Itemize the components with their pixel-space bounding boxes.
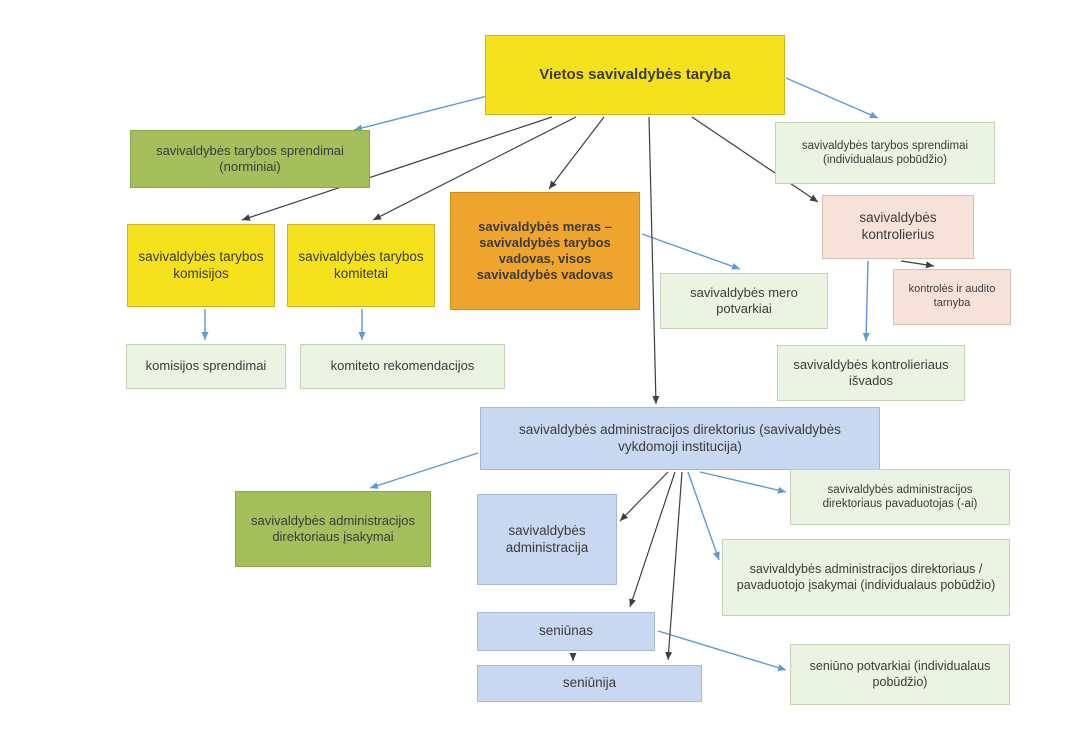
edge-direktorius-administracija	[619, 471, 669, 522]
node-savivaldybes-kontrolierius: savivaldybės kontrolierius	[822, 195, 974, 259]
edge-taryba-individualus	[785, 77, 879, 119]
edge-taryba-norminiai	[353, 92, 500, 132]
edge-direktorius-isakymai	[369, 452, 479, 489]
edge-kontrolierius-kontroles-tarnyba	[900, 260, 935, 269]
node-savivaldybes-meras: savivaldybės meras – savivaldybės tarybo…	[450, 192, 640, 310]
edge-meras-mero-potvarkiai	[641, 233, 741, 270]
edge-direktorius-pavaduotojo-isakymai	[687, 471, 720, 561]
node-mero-potvarkiai: savivaldybės mero potvarkiai	[660, 273, 828, 329]
edge-taryba-direktorius	[648, 116, 660, 405]
node-savivaldybes-administracija: savivaldybės administracija	[477, 494, 617, 585]
edge-direktorius-seniunija	[665, 471, 683, 661]
node-direktoriaus-isakymai: savivaldybės administracijos direktoriau…	[235, 491, 431, 567]
node-seniunas: seniūnas	[477, 612, 655, 651]
node-seniunija: seniūnija	[477, 665, 702, 702]
node-tarybos-komitetai: savivaldybės tarybos komitetai	[287, 224, 435, 307]
edge-taryba-meras	[548, 116, 605, 190]
node-tarybos-sprendimai-norminiai: savivaldybės tarybos sprendimai (normini…	[130, 130, 370, 188]
node-vietos-savivaldybes-taryba: Vietos savivaldybės taryba	[485, 35, 785, 115]
node-direktoriaus-pavaduotojas: savivaldybės administracijos direktoriau…	[790, 469, 1010, 525]
node-tarybos-komisijos: savivaldybės tarybos komisijos	[127, 224, 275, 307]
node-seniuno-potvarkiai: seniūno potvarkiai (individualaus pobūdž…	[790, 644, 1010, 705]
edge-direktorius-pavaduotojas	[699, 471, 787, 494]
edge-kontrolierius-isvados	[862, 260, 870, 342]
node-kontroles-audito-tarnyba: kontrolės ir audito tarnyba	[893, 269, 1011, 325]
node-administracijos-direktorius: savivaldybės administracijos direktorius…	[480, 407, 880, 470]
node-tarybos-sprendimai-individualus: savivaldybės tarybos sprendimai (individ…	[775, 122, 995, 184]
node-kontrolieriaus-isvados: savivaldybės kontrolieriaus išvados	[777, 345, 965, 401]
edge-direktorius-seniunas	[629, 471, 676, 608]
node-komiteto-rekomendacijos: komiteto rekomendacijos	[300, 344, 505, 389]
node-komisijos-sprendimai: komisijos sprendimai	[126, 344, 286, 389]
node-pavaduotojo-isakymai: savivaldybės administracijos direktoriau…	[722, 539, 1010, 616]
